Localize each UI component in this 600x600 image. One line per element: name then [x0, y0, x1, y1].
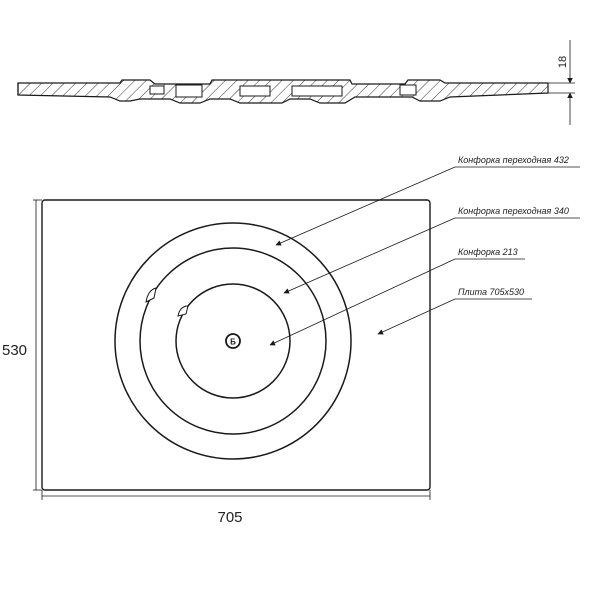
callout-label-432: Конфорка переходная 432	[458, 155, 569, 165]
burner-ring-340	[139, 247, 327, 435]
callout-leader-plate	[377, 298, 456, 335]
callout-label-plate: Плита 705х530	[458, 287, 524, 297]
center-mark-label: Б	[230, 338, 236, 347]
section-view: 18	[17, 40, 575, 125]
ring-notch	[177, 305, 189, 317]
callouts: Конфорка переходная 432 Конфорка переход…	[269, 155, 580, 346]
section-cutout	[149, 85, 165, 95]
ring-notch	[145, 287, 157, 303]
thickness-label: 18	[557, 56, 569, 68]
callout-label-340: Конфорка переходная 340	[458, 206, 569, 216]
plan-view: Б 530 705	[2, 199, 431, 526]
plate-outline	[41, 199, 431, 491]
burner-ring-213	[175, 283, 291, 399]
section-cutout	[399, 84, 417, 96]
section-cutout	[175, 84, 203, 98]
callout-leader-432	[275, 166, 456, 246]
callout-label-213: Конфорка 213	[458, 247, 518, 257]
height-label: 530	[2, 342, 27, 359]
burner-ring-432	[114, 222, 352, 460]
section-cutout	[291, 85, 343, 97]
callout-leader-213	[269, 258, 456, 346]
section-cutout	[239, 85, 271, 97]
width-label: 705	[217, 509, 242, 526]
center-hole	[225, 333, 241, 349]
section-profile	[17, 79, 549, 104]
callout-leader-340	[283, 217, 456, 294]
